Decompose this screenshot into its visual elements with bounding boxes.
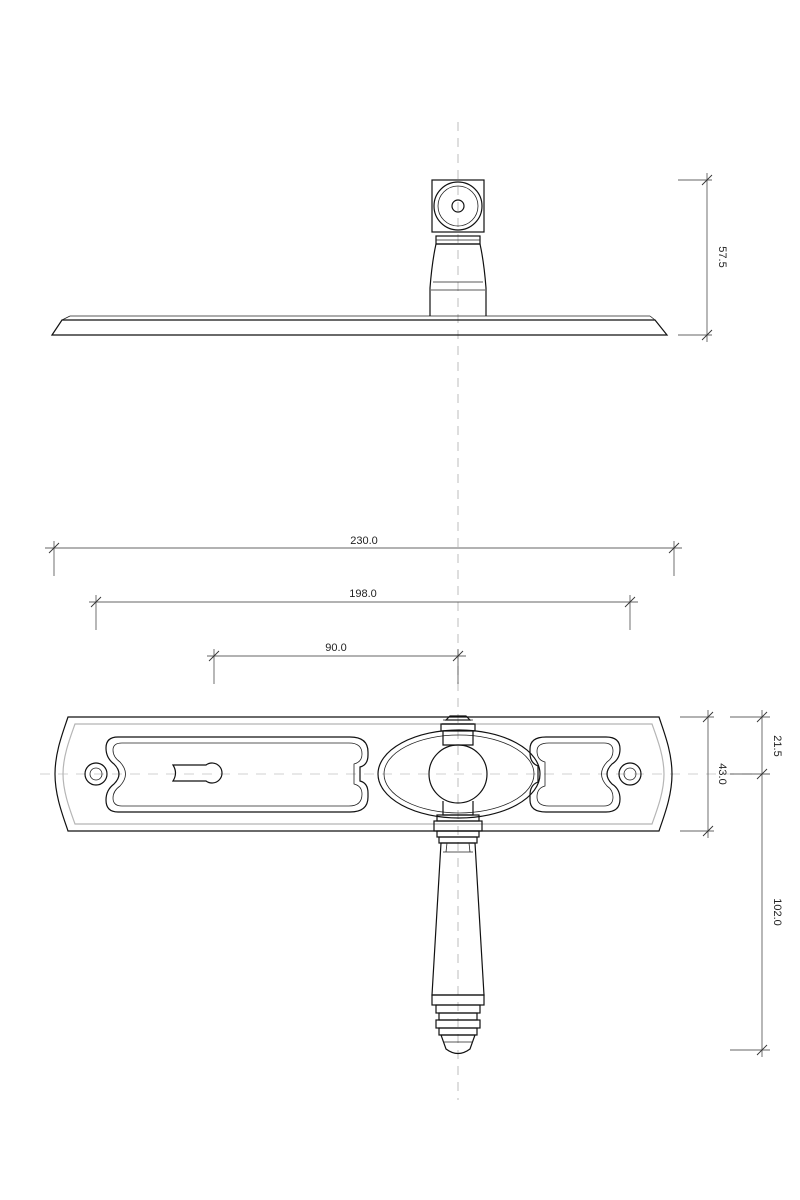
dim-side-height-label: 57.5 <box>716 246 728 267</box>
dim-plate-height: 43.0 <box>680 710 728 838</box>
side-view <box>50 179 669 336</box>
right-screw-hole <box>618 762 642 786</box>
side-view-spindle <box>429 179 487 316</box>
dim-spindle-offset-label: 21.5 <box>771 735 783 756</box>
keyhole <box>171 762 223 784</box>
dim-handle-projection-label: 102.0 <box>771 898 783 926</box>
dim-side-height: 57.5 <box>678 173 728 342</box>
dim-overall-width-label: 230.0 <box>350 535 378 547</box>
dim-backset: 90.0 <box>207 642 466 684</box>
front-plate-bevel <box>62 723 665 825</box>
side-view-plate <box>50 319 669 336</box>
front-plate-outline <box>54 716 673 832</box>
dim-hole-spacing: 198.0 <box>89 588 638 630</box>
dim-right-chain: 21.5 102.0 <box>730 710 783 1057</box>
front-view <box>54 715 673 1055</box>
lever-handle <box>428 715 488 1055</box>
dim-backset-label: 90.0 <box>325 642 346 654</box>
dim-overall-width: 230.0 <box>45 535 682 576</box>
left-screw-hole <box>84 762 108 786</box>
right-decor-panel-inner <box>536 742 614 807</box>
right-decor-panel <box>529 736 621 813</box>
dim-hole-spacing-label: 198.0 <box>349 588 377 600</box>
left-decor-panel-inner <box>112 742 363 807</box>
dim-plate-height-label: 43.0 <box>716 763 728 784</box>
left-decor-panel <box>105 736 369 813</box>
oval-rosette <box>377 729 541 819</box>
